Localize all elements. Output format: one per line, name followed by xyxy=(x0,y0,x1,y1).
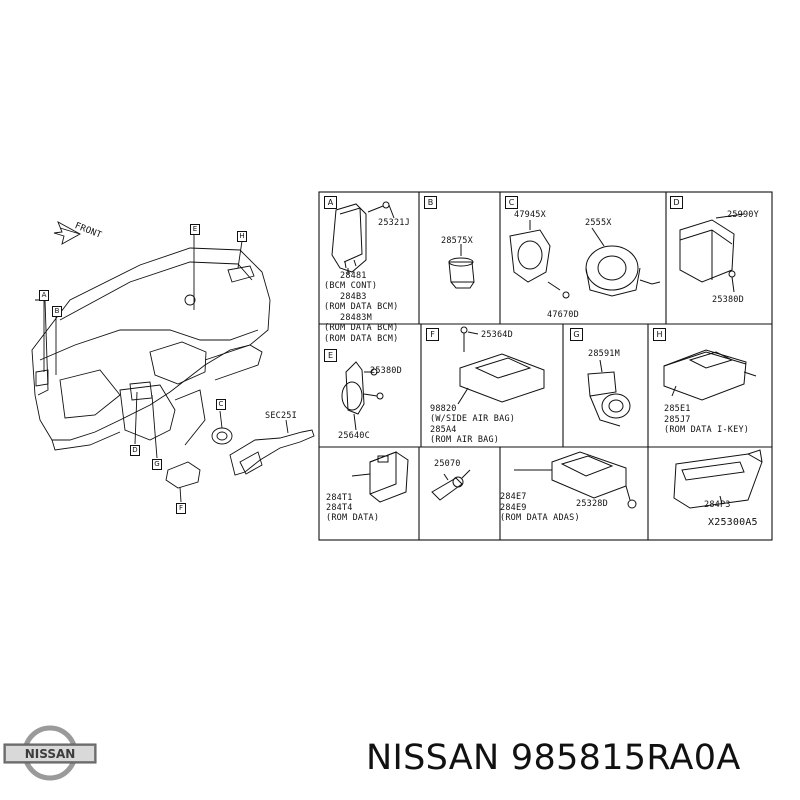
label-25380d-e: 25380D xyxy=(370,366,402,376)
part-e-bracket xyxy=(341,361,384,431)
label-rom-data-adas: (ROM DATA ADAS) xyxy=(500,513,580,523)
label-25380d-d: 25380D xyxy=(712,295,744,305)
callout-h: H xyxy=(237,231,247,242)
label-47945x: 47945X xyxy=(514,210,546,220)
panel-f-key: F xyxy=(426,328,439,341)
label-285e1: 285E1 xyxy=(664,404,691,414)
label-284e9: 284E9 xyxy=(500,503,527,513)
label-98820: 98820 xyxy=(430,404,457,414)
part-adas-unit xyxy=(514,451,637,509)
part-number-title: NISSAN 985815RA0A xyxy=(366,738,741,778)
label-rom-data-bcm-1: (ROM DATA BCM) xyxy=(324,302,399,312)
nissan-logo: NISSAN xyxy=(3,725,97,781)
label-284t4: 284T4 xyxy=(326,503,353,513)
part-rom-unit xyxy=(351,451,409,503)
label-x25300a5: X25300A5 xyxy=(708,517,758,528)
sec-label: SEC25I xyxy=(265,411,297,421)
label-bcm-cont: (BCM CONT) xyxy=(324,281,378,291)
callout-c: C xyxy=(216,399,226,410)
label-47670d: 47670D xyxy=(547,310,579,320)
part-speed-sensor xyxy=(431,469,471,501)
label-rom-data: (ROM DATA) xyxy=(326,513,380,523)
dashboard-overview xyxy=(31,221,315,503)
label-285j7: 285J7 xyxy=(664,415,691,425)
label-rom-air-bag: (ROM AIR BAG) xyxy=(430,435,500,445)
label-25321j: 25321J xyxy=(378,218,410,228)
label-25364d: 25364D xyxy=(481,330,513,340)
label-rom-data-i-key: (ROM DATA I-KEY) xyxy=(664,425,750,435)
label-rom-data-bcm-3: (ROM DATA BCM) xyxy=(324,334,399,344)
callout-a: A xyxy=(39,290,49,301)
panel-g-key: G xyxy=(570,328,583,341)
part-bcm xyxy=(331,201,395,274)
panel-d-key: D xyxy=(670,196,683,209)
label-284b3: 284B3 xyxy=(340,292,367,302)
part-ikey-unit xyxy=(663,349,757,401)
front-arrow xyxy=(53,221,81,245)
part-switch xyxy=(448,244,475,289)
label-25990y: 25990Y xyxy=(727,210,759,220)
label-28483m: 28483M xyxy=(340,313,372,323)
label-28575x: 28575X xyxy=(441,236,473,246)
label-284e7: 284E7 xyxy=(500,492,527,502)
callout-b: B xyxy=(52,306,62,317)
part-bracket-assy xyxy=(673,449,763,509)
part-ignition-switch xyxy=(587,359,631,427)
label-28481: 28481 xyxy=(340,271,367,281)
callout-g: G xyxy=(152,459,162,470)
panel-grid xyxy=(318,191,773,541)
svg-text:NISSAN: NISSAN xyxy=(25,747,76,761)
label-w-side-air-bag: (W/SIDE AIR BAG) xyxy=(430,414,516,424)
part-d-module xyxy=(679,213,745,293)
label-25070: 25070 xyxy=(434,459,461,469)
panel-a-key: A xyxy=(324,196,337,209)
panel-b-key: B xyxy=(424,196,437,209)
callout-e: E xyxy=(190,224,200,235)
label-284p3: 284P3 xyxy=(704,500,731,510)
label-284t1: 284T1 xyxy=(326,493,353,503)
label-2555x: 2555X xyxy=(585,218,612,228)
panel-e-key: E xyxy=(324,349,337,362)
label-rom-data-bcm-2: (ROM DATA BCM) xyxy=(324,323,399,333)
label-25328d: 25328D xyxy=(576,499,608,509)
panel-c-key: C xyxy=(505,196,518,209)
callout-f: F xyxy=(176,503,186,514)
part-clock-spring xyxy=(509,220,661,299)
part-airbag-unit xyxy=(457,326,545,405)
label-28591m: 28591M xyxy=(588,349,620,359)
callout-d: D xyxy=(130,445,140,456)
panel-h-key: H xyxy=(653,328,666,341)
label-285a4: 285A4 xyxy=(430,425,457,435)
label-25640c: 25640C xyxy=(338,431,370,441)
